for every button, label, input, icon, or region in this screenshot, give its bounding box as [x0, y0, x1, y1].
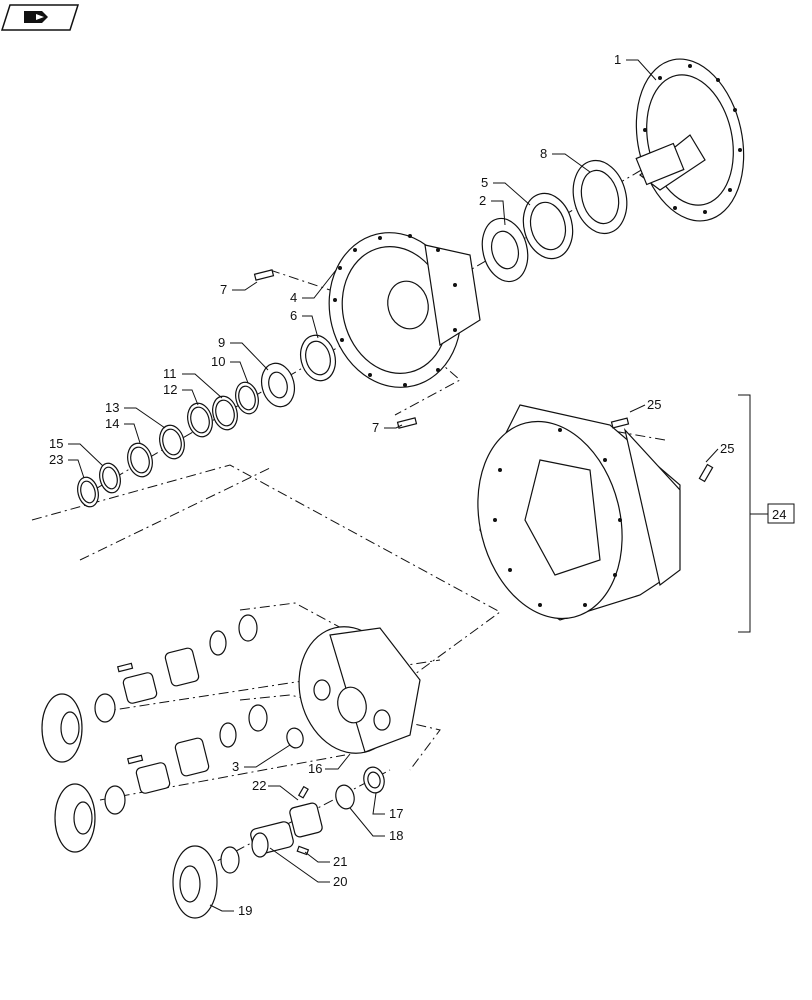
part-11-ring: [212, 395, 238, 431]
label-16: 16: [308, 761, 322, 776]
nav-icon-button[interactable]: [0, 4, 80, 31]
label-19: 19: [238, 903, 252, 918]
part-2-bearing-cone: [481, 217, 529, 283]
part-24-housing-assembly: [477, 404, 714, 621]
part-17-thrust-washer: [363, 766, 385, 794]
label-15: 15: [49, 436, 63, 451]
label-8: 8: [540, 146, 547, 161]
part-1-wheel-hub: [635, 58, 745, 222]
label-18: 18: [389, 828, 403, 843]
label-24: 24: [772, 507, 786, 522]
planet-set-lower: [172, 785, 323, 919]
part-7-pin-upper: [253, 269, 275, 281]
label-2: 2: [479, 193, 486, 208]
label-24-box: [767, 503, 795, 524]
label-11: 11: [163, 366, 177, 381]
label-7-upper: 7: [220, 282, 227, 297]
label-12: 12: [163, 382, 177, 397]
book-arrow-icon: [24, 11, 48, 23]
part-18-ring: [335, 784, 355, 810]
label-20: 20: [333, 874, 347, 889]
part-16-planet-carrier: [298, 626, 421, 754]
label-7-lower: 7: [372, 420, 379, 435]
label-10: 10: [211, 354, 225, 369]
label-9: 9: [218, 335, 225, 350]
part-14-ring: [127, 442, 153, 478]
label-23: 23: [49, 452, 63, 467]
callout-labels: 1 8 5 2 4 6 7 7 9 10 11 12 13 14 15 23 2…: [49, 52, 786, 918]
part-10-ring: [235, 381, 259, 415]
part-23-snap-ring: [77, 476, 99, 508]
label-22: 22: [252, 778, 266, 793]
part-4-hub-housing: [328, 232, 481, 388]
part-9-bearing: [260, 362, 296, 408]
label-14: 14: [105, 416, 119, 431]
label-4: 4: [290, 290, 297, 305]
label-6: 6: [290, 308, 297, 323]
label-13: 13: [105, 400, 119, 415]
label-5: 5: [481, 175, 488, 190]
planet-set-upper: [41, 614, 258, 763]
leader-lines: [68, 59, 719, 912]
label-17: 17: [389, 806, 403, 821]
label-1: 1: [614, 52, 621, 67]
part-5-bearing-cup: [522, 192, 574, 260]
label-25-top: 25: [647, 397, 661, 412]
part-3-plug: [286, 727, 304, 749]
part-7-pin-lower: [396, 417, 418, 429]
label-21: 21: [333, 854, 347, 869]
part-15-snap-ring: [99, 462, 121, 494]
part-12-ring: [187, 402, 213, 438]
group-bracket: [738, 394, 751, 633]
label-25-right: 25: [720, 441, 734, 456]
part-6-cup: [299, 334, 337, 382]
label-3: 3: [232, 759, 239, 774]
planet-set-middle: [54, 704, 268, 853]
part-8-seal: [572, 159, 628, 235]
part-13-ring: [159, 424, 185, 460]
